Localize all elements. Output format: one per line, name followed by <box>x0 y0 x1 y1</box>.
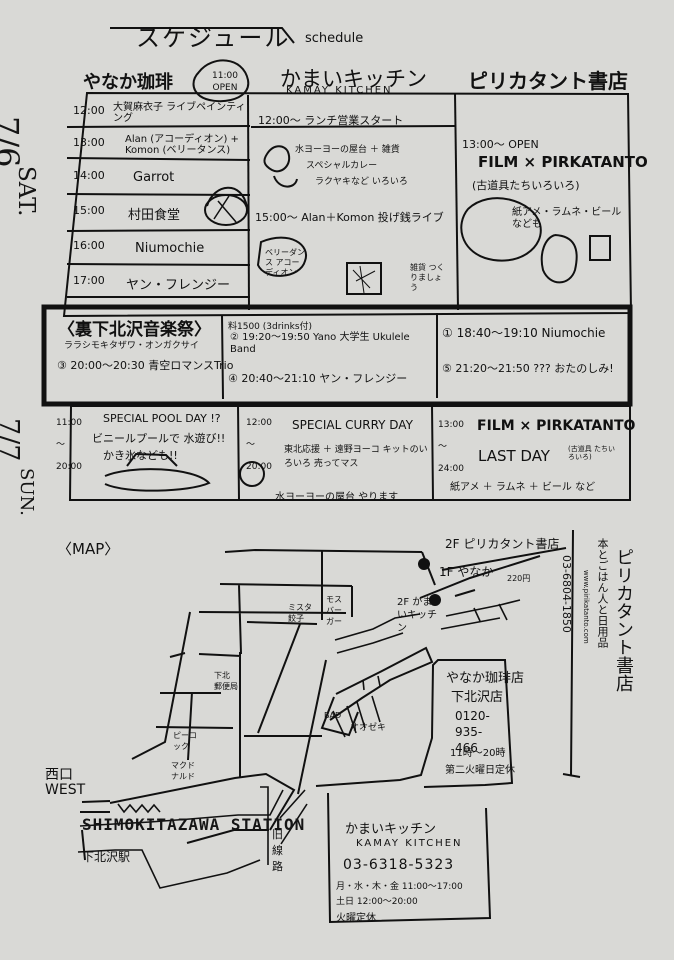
yanaka-info-hours: 11時～20時 <box>450 748 506 759</box>
kamai-info-hours-2: 土日 12:00～20:00 <box>336 897 418 907</box>
day1-pirka-line-4: 紙アメ・ラムネ・ビール なども <box>512 207 622 230</box>
day1-yanaka-act-6: ヤン・フレンジー <box>126 278 231 293</box>
day2-dow: SUN. <box>16 468 37 516</box>
pirka-url: www.pirikatanto.com <box>582 570 590 644</box>
day1-kamai-line-2: 水ヨーヨーの屋台 ＋ 雑貨 <box>295 145 400 155</box>
yanaka-info-name: やなか珈琲店 <box>446 671 525 686</box>
day1-yanaka-act-3: Garrot <box>133 170 175 185</box>
map-old-line: 旧 線路 <box>272 828 283 873</box>
day1-dow: SAT. <box>13 166 39 217</box>
map-place-bad: BAD <box>324 711 342 720</box>
venue-yanaka: やなか珈琲 <box>83 72 173 93</box>
day2-kamai-time: 12:00 ～ 20:00 <box>246 418 272 472</box>
kamai-info-hours-1: 月・水・木・金 11:00～17:00 <box>336 882 463 892</box>
pirka-tagline: 本とごはん人と日用品 <box>596 538 609 648</box>
day1-pirka-line-2: FILM × PIRKATANTO <box>478 153 648 171</box>
kamai-info-tel: 03-6318-5323 <box>343 857 455 873</box>
map-place-mcd: マクド ナルド <box>171 761 195 781</box>
venue-pirka: ピリカタント書店 <box>468 69 628 93</box>
yanaka-info-tel: 0120-935-466 <box>455 709 490 755</box>
day1-yanaka-time-3: 14:00 <box>73 169 105 182</box>
day1-kamai-line-1: 12:00～ ランチ営業スタート <box>258 114 404 127</box>
festival-slot-3: ③ 20:00～20:30 青空ロマンスTrio <box>57 359 234 372</box>
map-label: 〈MAP〉 <box>57 540 120 558</box>
map-yanaka-floor: 1F やなか <box>439 565 494 579</box>
page-subtitle: schedule <box>305 31 364 46</box>
venue-kamai: かまいキッチン <box>280 67 427 91</box>
day2-pirka-line-3: (古道具 たちいろいろ) <box>568 445 615 461</box>
day1-pirka-line-3: (古道具たちいろいろ) <box>472 179 580 192</box>
day1-pirka-line-1: 13:00～ OPEN <box>462 138 539 151</box>
kamai-info-name: かまいキッチン <box>345 822 437 837</box>
day2-pirka-line-4: 紙アメ ＋ ラムネ ＋ ビール など <box>450 482 596 493</box>
day1-kamai-line-4: ラクヤキなど いろいろ <box>315 177 408 187</box>
map-place-gyoza: ミスタ 餃子 <box>288 603 312 623</box>
map-place-220: 220円 <box>507 574 531 583</box>
day1-yanaka-time-6: 17:00 <box>73 274 105 287</box>
festival-slot-2: ② 19:20～19:50 Yano 大学生 Ukulele Band <box>230 332 410 355</box>
day2-date: 7/7 <box>0 418 24 462</box>
pirka-tel: 03-6804-1850 <box>560 555 573 633</box>
open-badge: 11:00 OPEN <box>212 71 238 93</box>
day2-kamai-line-3: 水ヨーヨーの屋台 やります <box>275 492 399 503</box>
festival-name: 〈裏下北沢音楽祭〉 <box>58 320 211 340</box>
day1-yanaka-act-2: Alan (アコーディオン) + Komon (ベリータンス) <box>125 134 239 156</box>
pirka-name: ピリカタント書店 <box>613 548 634 692</box>
map-place-mos: モス バーガー <box>326 595 342 626</box>
day1-kamai-line-7: 雑貨 つくりましょう <box>410 263 445 292</box>
festival-fee: 料1500 (3drinks付) <box>228 322 313 332</box>
day2-kamai-line-2: 東北応援 ＋ 遠野ヨーコ キットのいろいろ 売ってマス <box>284 445 428 469</box>
festival-slot-4: ④ 20:40～21:10 ヤン・フレンジー <box>228 372 408 385</box>
yanaka-info-branch: 下北沢店 <box>451 690 504 705</box>
day1-yanaka-time-4: 15:00 <box>73 204 105 217</box>
day1-yanaka-act-1: 大賀麻衣子 ライブペインティング <box>113 102 246 124</box>
map-place-post: 下北 郵便局 <box>214 671 238 691</box>
kamai-info-closed: 火曜定休 <box>336 913 376 924</box>
day2-yanaka-line-1: SPECIAL POOL DAY !? <box>103 412 221 425</box>
kamai-info-name-en: KAMAY KITCHEN <box>356 838 463 849</box>
day2-kamai-line-1: SPECIAL CURRY DAY <box>292 418 413 432</box>
map-place-peacock: ピーコック <box>173 731 197 751</box>
day1-kamai-line-6: ベリーダンス アコーディオン <box>265 248 305 277</box>
day1-yanaka-act-5: Niumochie <box>135 241 205 256</box>
page-title: スケジュール <box>136 24 291 52</box>
map-pirka-floor: 2F ピリカタント書店 <box>445 537 560 551</box>
day1-kamai-line-5: 15:00～ Alan＋Komon 投げ銭ライブ <box>255 211 444 224</box>
festival-note: ララシモキタザワ・オンガクサイ <box>64 341 199 351</box>
map-station-jp: 下北沢駅 <box>82 850 131 864</box>
day2-yanaka-line-3: かき氷なども!! <box>103 449 178 462</box>
day2-yanaka-line-2: ビニールプールで 水遊び!! <box>92 432 226 445</box>
venue-kamai-en: KAMAY KITCHEN <box>286 85 393 96</box>
day1-yanaka-act-4: 村田食堂 <box>128 208 181 223</box>
festival-slot-1: ① 18:40～19:10 Niumochie <box>442 326 606 340</box>
day1-yanaka-time-1: 12:00 <box>73 104 105 117</box>
day2-pirka-line-1: FILM × PIRKATANTO <box>477 418 636 434</box>
day1-yanaka-time-2: 13:00 <box>73 136 105 149</box>
map-place-ozeki: オオゼキ <box>350 723 387 733</box>
day1-yanaka-time-5: 16:00 <box>73 239 105 252</box>
day2-pirka-line-2: LAST DAY <box>478 447 550 465</box>
map-kamai-floor: 2F かまいキッチン <box>397 597 437 634</box>
day2-yanaka-time: 11:00 ～ 20:00 <box>56 418 82 472</box>
map-station: SHIMOKITAZAWA STATION <box>82 815 306 834</box>
map-west-exit: 西口 WEST <box>45 767 86 798</box>
day2-pirka-time: 13:00 ～ 24:00 <box>438 420 464 474</box>
festival-slot-5: ⑤ 21:20～21:50 ??? おたのしみ! <box>442 362 614 375</box>
day1-date: 7/6 <box>0 116 26 168</box>
yanaka-info-closed: 第二火曜日定休 <box>445 765 515 776</box>
day1-kamai-line-3: スペシャルカレー <box>306 161 378 171</box>
